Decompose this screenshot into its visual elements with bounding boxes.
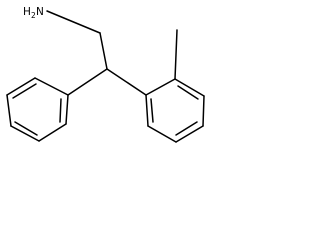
amine-label-h: H xyxy=(23,6,31,18)
tolyl-bond xyxy=(145,94,149,127)
tolyl-bond xyxy=(175,125,204,143)
phenyl-bond xyxy=(38,123,67,142)
phenyl-bond xyxy=(65,94,69,125)
phenyl-double-bond xyxy=(59,98,62,123)
phenyl-double-bond xyxy=(12,83,37,99)
bond-methyl xyxy=(174,29,178,80)
bond-ch-phenyl xyxy=(67,68,108,96)
tolyl-bond xyxy=(174,78,205,97)
amine-label-subscript: 2 xyxy=(31,11,36,20)
phenyl-double-bond xyxy=(14,121,38,136)
phenyl-bond xyxy=(6,77,36,96)
phenyl-bond xyxy=(34,77,69,96)
tolyl-double-bond xyxy=(175,121,198,136)
tolyl-bond xyxy=(202,95,205,127)
phenyl-bond xyxy=(10,125,40,142)
phenyl-ring xyxy=(6,77,69,142)
tolyl-bond xyxy=(145,78,176,96)
tolyl-double-bond xyxy=(177,85,199,100)
bond-n-ch2 xyxy=(46,10,101,34)
bond-ch-tolyl xyxy=(106,68,147,96)
bond-ch2-ch xyxy=(99,32,108,70)
tolyl-bond xyxy=(147,125,177,143)
chemical-structure-diagram: H 2 N xyxy=(6,6,205,143)
tolyl-double-bond xyxy=(150,98,154,123)
tolyl-ring xyxy=(145,78,205,143)
amine-label: H 2 N xyxy=(23,6,44,20)
phenyl-bond xyxy=(6,94,12,127)
amine-label-n: N xyxy=(36,6,44,18)
